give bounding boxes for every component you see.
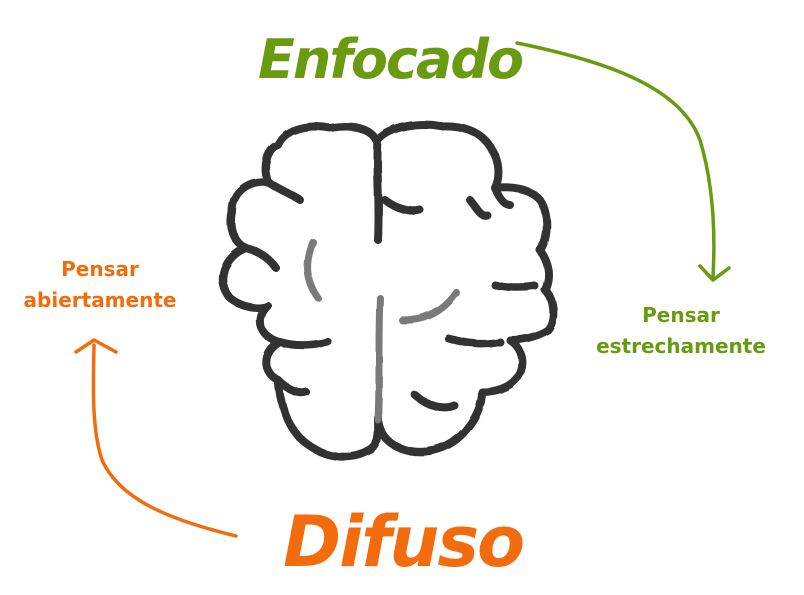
diffuse-mode-title: Difuso: [283, 501, 523, 583]
brain-icon: [223, 125, 554, 457]
focused-mode-title: Enfocado: [258, 28, 523, 91]
arrow-down-curved-icon: [517, 43, 729, 280]
focused-caption-line1: Pensar: [576, 300, 786, 331]
arrow-up-curved-icon: [76, 340, 236, 536]
focused-caption-line2: estrechamente: [576, 331, 786, 362]
focused-caption: Pensar estrechamente: [576, 300, 786, 362]
diffuse-caption: Pensar abiertamente: [0, 254, 200, 316]
diffuse-caption-line2: abiertamente: [0, 285, 200, 316]
diffuse-caption-line1: Pensar: [0, 254, 200, 285]
